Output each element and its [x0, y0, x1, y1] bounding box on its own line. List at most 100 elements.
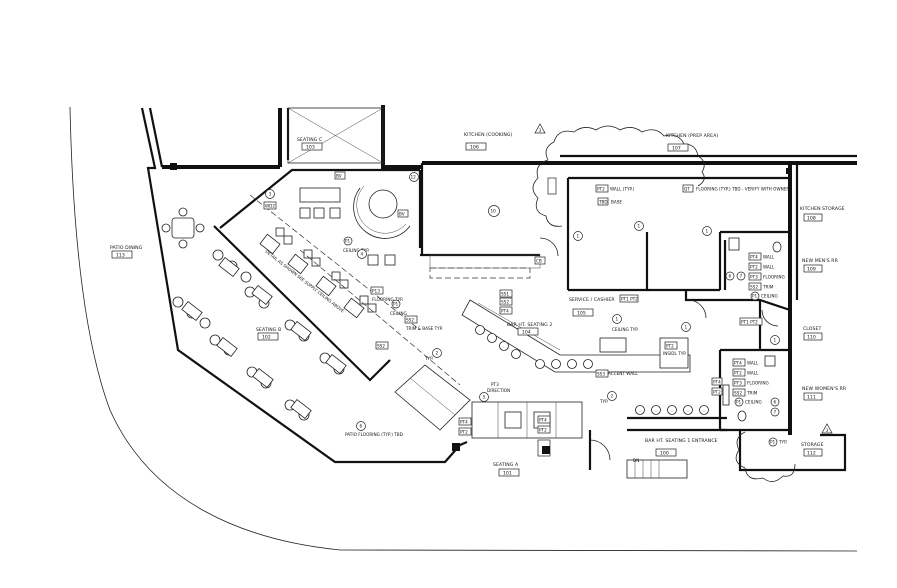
svg-text:WD2: WD2 [265, 204, 275, 209]
svg-text:1: 1 [638, 224, 641, 229]
svg-text:101: 101 [503, 471, 512, 477]
revision-cloud-storage [735, 431, 796, 482]
svg-text:SERVICE / CASHIER: SERVICE / CASHIER [569, 297, 615, 303]
keynote-marker: 2 [607, 391, 617, 401]
svg-text:WALL: WALL [747, 361, 759, 366]
svg-text:BAR HT. SEATING 1 ENTRANCE: BAR HT. SEATING 1 ENTRANCE [645, 438, 718, 444]
svg-text:TYP.: TYP. [599, 399, 608, 404]
svg-text:1: 1 [706, 229, 709, 234]
svg-text:3: 3 [269, 192, 272, 197]
svg-text:PT4: PT4 [750, 255, 758, 260]
bar-stools-1 [635, 405, 709, 415]
svg-text:FLOORING: FLOORING [763, 275, 785, 280]
room-label-womens-rr: NEW WOMEN'S RR 111 [802, 386, 847, 401]
svg-text:SS2: SS2 [501, 300, 509, 305]
svg-text:ACCENT WALL: ACCENT WALL [608, 371, 638, 376]
svg-text:2: 2 [611, 394, 614, 399]
svg-text:DIRECTION: DIRECTION [487, 388, 510, 393]
svg-text:PT4: PT4 [539, 418, 547, 423]
room-label-kitchen-storage: KITCHEN STORAGE 108 [800, 206, 845, 222]
svg-text:SS3: SS3 [597, 372, 605, 377]
svg-text:PT3: PT3 [491, 382, 499, 387]
svg-text:CEILING: CEILING [745, 400, 762, 405]
svg-text:3: 3 [826, 428, 829, 433]
keynote-marker: 7 [736, 271, 746, 281]
seating-c-canopy [287, 107, 384, 164]
keynote-marker: 5 [479, 392, 489, 402]
svg-text:SS2: SS2 [406, 318, 414, 323]
seating-c-booths [259, 187, 365, 319]
keynote-marker: 3 [265, 189, 275, 199]
svg-text:112: 112 [807, 451, 816, 457]
round-banquette [353, 185, 411, 266]
svg-text:TYP.: TYP. [424, 356, 433, 361]
keynote-marker: 6 [725, 271, 735, 281]
svg-text:WALL: WALL [763, 255, 775, 260]
room-label-seating-a: SEATING A 101 [493, 462, 520, 477]
svg-text:NEW MEN'S RR: NEW MEN'S RR [802, 258, 839, 264]
svg-text:PT2: PT2 [666, 344, 674, 349]
svg-text:1: 1 [577, 234, 580, 239]
keynote-marker: 12 [409, 172, 419, 182]
keynote-marker: 1 [612, 314, 622, 324]
room-label-kitchen-cooking: KITCHEN (COOKING) 106 [464, 132, 513, 151]
svg-text:P13: P13 [372, 289, 380, 294]
svg-text:1: 1 [774, 338, 777, 343]
svg-text:WALL: WALL [763, 265, 775, 270]
svg-text:PT3: PT3 [750, 275, 758, 280]
svg-text:7: 7 [774, 410, 777, 415]
keynote-marker: 1 [770, 335, 780, 345]
svg-text:TYP.: TYP. [778, 440, 787, 445]
svg-text:NEW WOMEN'S RR: NEW WOMEN'S RR [802, 386, 847, 392]
svg-text:PT2: PT2 [713, 390, 721, 395]
svg-text:BAR HT. SEATING 2: BAR HT. SEATING 2 [507, 322, 552, 328]
room-label-storage: STORAGE 112 [801, 442, 824, 457]
svg-text:102: 102 [262, 335, 271, 341]
svg-text:111: 111 [807, 395, 816, 401]
svg-text:10: 10 [491, 209, 497, 214]
svg-text:TRIM: TRIM [746, 391, 758, 396]
svg-text:P1: P1 [345, 239, 351, 244]
svg-text:STORAGE: STORAGE [801, 442, 824, 448]
keynote-marker: 6 [356, 421, 366, 431]
svg-text:1: 1 [616, 317, 619, 322]
svg-text:SS2: SS2 [734, 391, 742, 396]
svg-text:100: 100 [660, 451, 669, 457]
svg-text:PT4: PT4 [460, 420, 468, 425]
svg-text:6: 6 [729, 274, 732, 279]
svg-text:109: 109 [807, 267, 816, 273]
svg-text:SS2: SS2 [750, 285, 758, 290]
svg-text:CEILING TYP.: CEILING TYP. [612, 327, 638, 332]
door-swings [539, 237, 779, 461]
svg-text:KITCHEN STORAGE: KITCHEN STORAGE [800, 206, 845, 212]
svg-text:WALL (TYP.): WALL (TYP.) [610, 187, 635, 192]
svg-text:P1: P1 [752, 294, 758, 299]
svg-text:SEATING C: SEATING C [297, 137, 322, 143]
room-label-mens-rr: NEW MEN'S RR 109 [802, 258, 839, 273]
room-labels: PATIO DINING 113 SEATING C 103 KITCHEN (… [110, 132, 847, 477]
site-boundary [69, 106, 858, 552]
room-label-bar-seating-1: BAR HT. SEATING 1 ENTRANCE 100 [645, 438, 718, 457]
svg-text:INSIDL TYP.: INSIDL TYP. [663, 351, 686, 356]
svg-text:PT3: PT3 [734, 381, 742, 386]
svg-text:CLOSET: CLOSET [803, 326, 822, 332]
svg-text:110: 110 [807, 335, 816, 341]
svg-text:PT2: PT2 [597, 187, 605, 192]
finish-notes: PT2 WALL (TYP.) TBD BASE QT FLOORING (TY… [263, 171, 789, 447]
svg-text:7: 7 [740, 274, 743, 279]
svg-text:4: 4 [361, 252, 364, 257]
svg-text:CB: CB [536, 259, 542, 264]
keynote-marker: 7 [770, 407, 780, 417]
svg-text:CEILING: CEILING [761, 294, 778, 299]
svg-text:PT4: PT4 [713, 380, 721, 385]
svg-text:105: 105 [577, 311, 586, 317]
svg-text:104: 104 [522, 330, 531, 336]
keynote-marker: 10 [488, 205, 500, 217]
svg-text:107: 107 [672, 146, 681, 152]
svg-text:P1: P1 [770, 440, 776, 445]
svg-text:PT2: PT2 [750, 265, 758, 270]
svg-text:CEILING: CEILING [390, 311, 407, 316]
svg-text:KITCHEN (COOKING): KITCHEN (COOKING) [464, 132, 513, 138]
keynote-marker: 4 [357, 249, 367, 259]
